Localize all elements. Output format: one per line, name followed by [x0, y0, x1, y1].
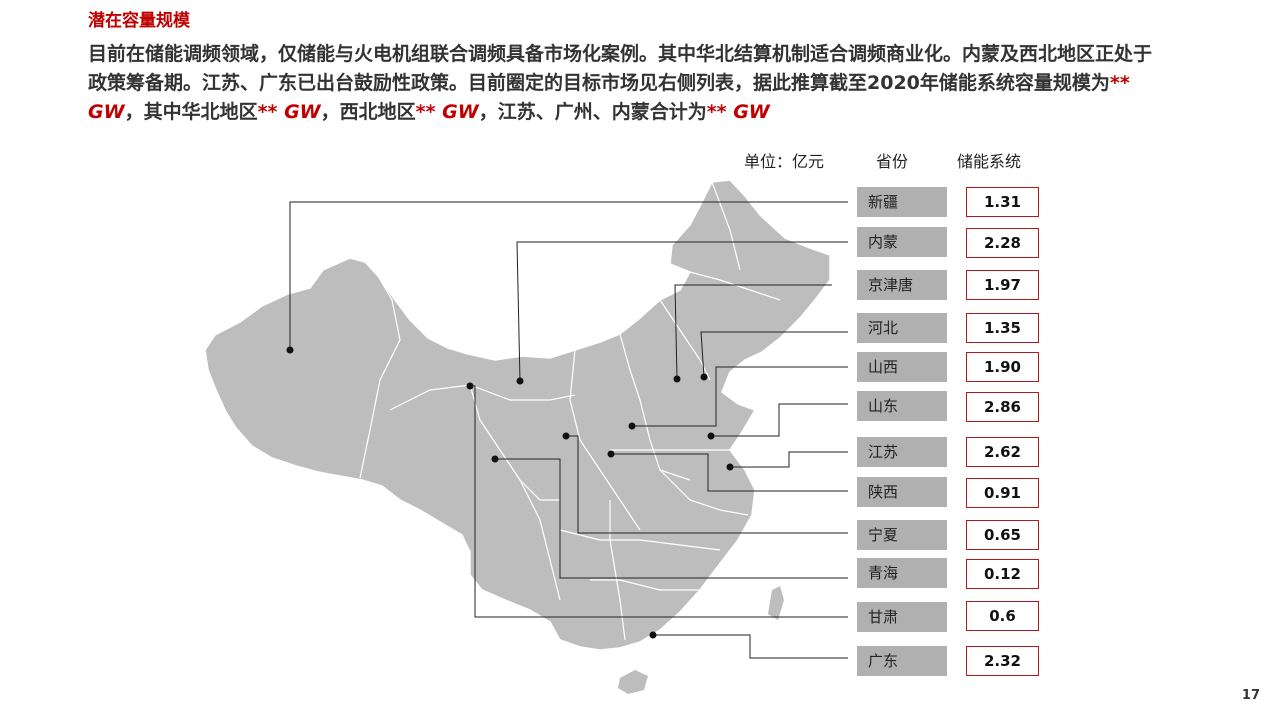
value-cell-shaanxi: 0.91 — [966, 478, 1039, 508]
desc-part-2: ，其中华北地区 — [124, 101, 258, 123]
value-cell-gansu: 0.6 — [966, 601, 1039, 631]
value-cell-jiangsu: 2.62 — [966, 437, 1039, 467]
highlight-combined: ** GW — [706, 101, 770, 123]
slide-title: 潜在容量规模 — [88, 11, 190, 31]
desc-part-4: ，江苏、广州、内蒙合计为 — [478, 101, 707, 123]
description-text: 目前在储能调频领域，仅储能与火电机组联合调频具备市场化案例。其中华北结算机制适合… — [88, 40, 1168, 127]
province-borders — [359, 181, 781, 641]
province-label-guangdong: 广东 — [857, 646, 947, 676]
highlight-northwest: ** GW — [415, 101, 479, 123]
marker-gansu — [466, 382, 474, 390]
value-cell-xinjiang: 1.31 — [966, 187, 1039, 217]
page-number: 17 — [1241, 688, 1260, 703]
province-label-qinghai: 青海 — [857, 558, 947, 588]
marker-jiangsu — [726, 463, 734, 471]
desc-part-3: ，西北地区 — [320, 101, 416, 123]
value-cell-ningxia: 0.65 — [966, 520, 1039, 550]
leader-line-jingjintang — [674, 284, 832, 380]
unit-label: 单位：亿元 — [744, 152, 825, 171]
province-label-hebei: 河北 — [857, 313, 947, 343]
province-label-shaanxi: 陕西 — [857, 477, 947, 507]
marker-shandong — [707, 432, 715, 440]
province-label-jingjintang: 京津唐 — [857, 270, 947, 300]
hainan-island — [618, 670, 648, 694]
marker-shanxi — [628, 422, 636, 430]
marker-shaanxi — [607, 450, 615, 458]
leader-line-hebei — [700, 331, 848, 378]
value-cell-shandong: 2.86 — [966, 392, 1039, 422]
leader-line-gansu — [470, 385, 848, 618]
highlight-total: ** GW — [88, 72, 1130, 123]
province-label-gansu: 甘肃 — [857, 602, 947, 632]
marker-neimeng — [516, 377, 524, 385]
leader-line-guangdong — [653, 634, 848, 659]
value-column-header: 储能系统 — [957, 152, 1022, 171]
value-cell-jingjintang: 1.97 — [966, 270, 1039, 300]
value-cell-hebei: 1.35 — [966, 313, 1039, 343]
province-label-xinjiang: 新疆 — [857, 187, 947, 217]
leader-line-qinghai — [495, 458, 848, 579]
taiwan-island — [768, 586, 784, 620]
marker-qinghai — [491, 455, 499, 463]
marker-jingjintang — [673, 375, 681, 383]
marker-guangdong — [649, 631, 657, 639]
leader-line-shanxi — [632, 366, 848, 427]
marker-hebei — [700, 373, 708, 381]
province-label-shanxi: 山西 — [857, 352, 947, 382]
province-label-neimeng: 内蒙 — [857, 227, 947, 257]
leader-line-jiangsu — [730, 451, 848, 468]
province-label-jiangsu: 江苏 — [857, 437, 947, 467]
leader-line-shandong — [711, 403, 848, 437]
value-cell-neimeng: 2.28 — [966, 228, 1039, 258]
leader-line-xinjiang — [289, 201, 848, 350]
province-label-shandong: 山东 — [857, 391, 947, 421]
value-cell-qinghai: 0.12 — [966, 559, 1039, 589]
value-cell-shanxi: 1.90 — [966, 352, 1039, 382]
leader-line-ningxia — [566, 435, 848, 534]
province-label-ningxia: 宁夏 — [857, 520, 947, 550]
marker-ningxia — [562, 432, 570, 440]
highlight-north: ** GW — [257, 101, 321, 123]
desc-part-1: 目前在储能调频领域，仅储能与火电机组联合调频具备市场化案例。其中华北结算机制适合… — [88, 43, 1153, 94]
leader-line-neimeng — [516, 241, 848, 382]
marker-xinjiang — [286, 346, 294, 354]
province-column-header: 省份 — [876, 152, 909, 171]
leader-line-shaanxi — [611, 453, 848, 492]
value-cell-guangdong: 2.32 — [966, 646, 1039, 676]
